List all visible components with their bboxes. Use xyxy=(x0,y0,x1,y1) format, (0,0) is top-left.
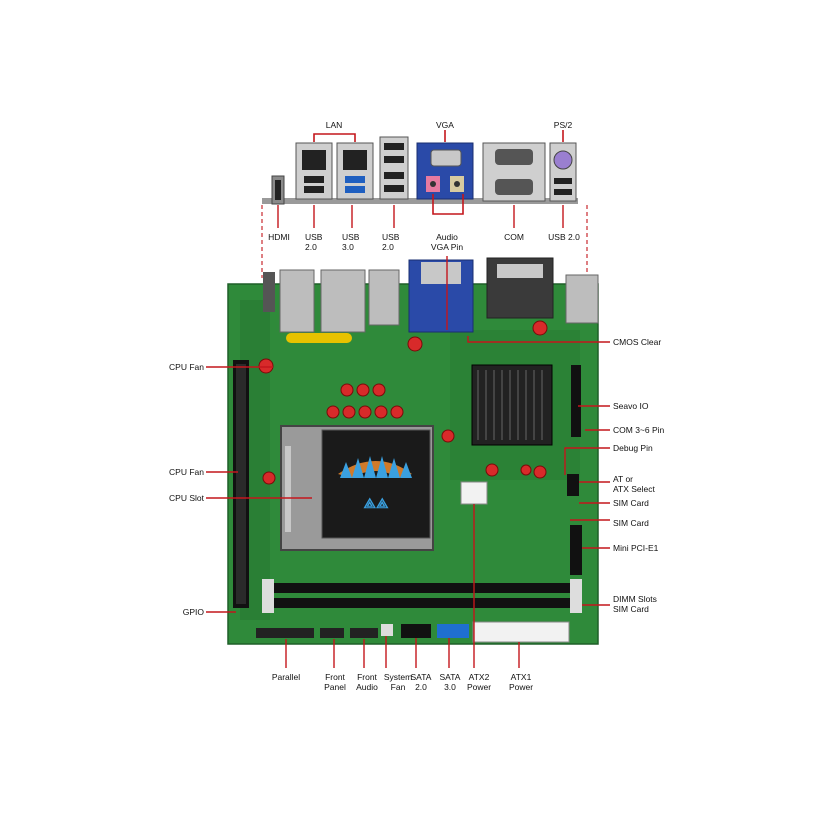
label-atx1-power: ATX1 Power xyxy=(508,672,534,692)
right-headers xyxy=(567,365,582,575)
hdmi-port xyxy=(271,175,285,205)
label-seavo-io: Seavo IO xyxy=(613,401,649,411)
capacitors xyxy=(258,320,548,485)
label-cmos-clear: CMOS Clear xyxy=(613,337,662,347)
label-vga: VGA xyxy=(436,120,454,130)
label-at-atx-select: AT or ATX Select xyxy=(613,474,655,494)
label-usb20-c: USB 2.0 xyxy=(548,232,580,242)
label-mini-pcie: Mini PCI-E1 xyxy=(613,543,659,553)
label-sata30: SATA 3.0 xyxy=(439,672,461,692)
dimm-slots xyxy=(262,579,582,613)
ps2-usb-stack xyxy=(549,142,577,202)
lan-usb30-stack xyxy=(336,142,374,200)
lan-usb-stack-1 xyxy=(295,142,333,200)
label-front-panel: Front Panel xyxy=(324,672,346,692)
label-com: COM xyxy=(504,232,524,242)
label-audio-vga: Audio VGA Pin xyxy=(430,232,464,252)
label-system-fan: System Fan xyxy=(383,672,413,692)
label-front-audio: Front Audio xyxy=(356,672,378,692)
label-lan: LAN xyxy=(325,120,343,130)
bottom-headers xyxy=(256,481,570,643)
label-sata20: SATA 2.0 xyxy=(410,672,432,692)
label-cpu-slot: CPU Slot xyxy=(169,493,204,503)
label-sim-card-1: SIM Card xyxy=(613,498,649,508)
cpu-socket: ⟁⟁ xyxy=(280,425,434,551)
label-debug-pin: Debug Pin xyxy=(613,443,653,453)
label-usb20-b: USB 2.0 xyxy=(382,232,400,252)
label-cpu-fan-1: CPU Fan xyxy=(169,362,204,372)
chipset-heatsink xyxy=(471,364,553,446)
label-hdmi: HDMI xyxy=(268,232,290,242)
label-sim-card-2: SIM Card xyxy=(613,518,649,528)
usb-quad-stack xyxy=(379,136,409,200)
label-ps2: PS/2 xyxy=(553,120,573,130)
label-com-3-6: COM 3~6 Pin xyxy=(613,425,665,435)
label-parallel: Parallel xyxy=(271,672,301,682)
label-atx2-power: ATX2 Power xyxy=(466,672,492,692)
com-ports xyxy=(482,142,546,202)
label-dimm-sim: DIMM Slots SIM Card xyxy=(613,594,657,614)
vga-audio-block xyxy=(416,142,474,200)
board-connectors xyxy=(263,257,599,343)
label-cpu-fan-2: CPU Fan xyxy=(169,467,204,477)
label-usb30: USB 3.0 xyxy=(342,232,360,252)
label-usb20-a: USB 2.0 xyxy=(305,232,323,252)
rear-io-panel xyxy=(262,136,578,205)
label-gpio: GPIO xyxy=(182,607,204,617)
svg-text:⟁⟁: ⟁⟁ xyxy=(364,495,389,511)
